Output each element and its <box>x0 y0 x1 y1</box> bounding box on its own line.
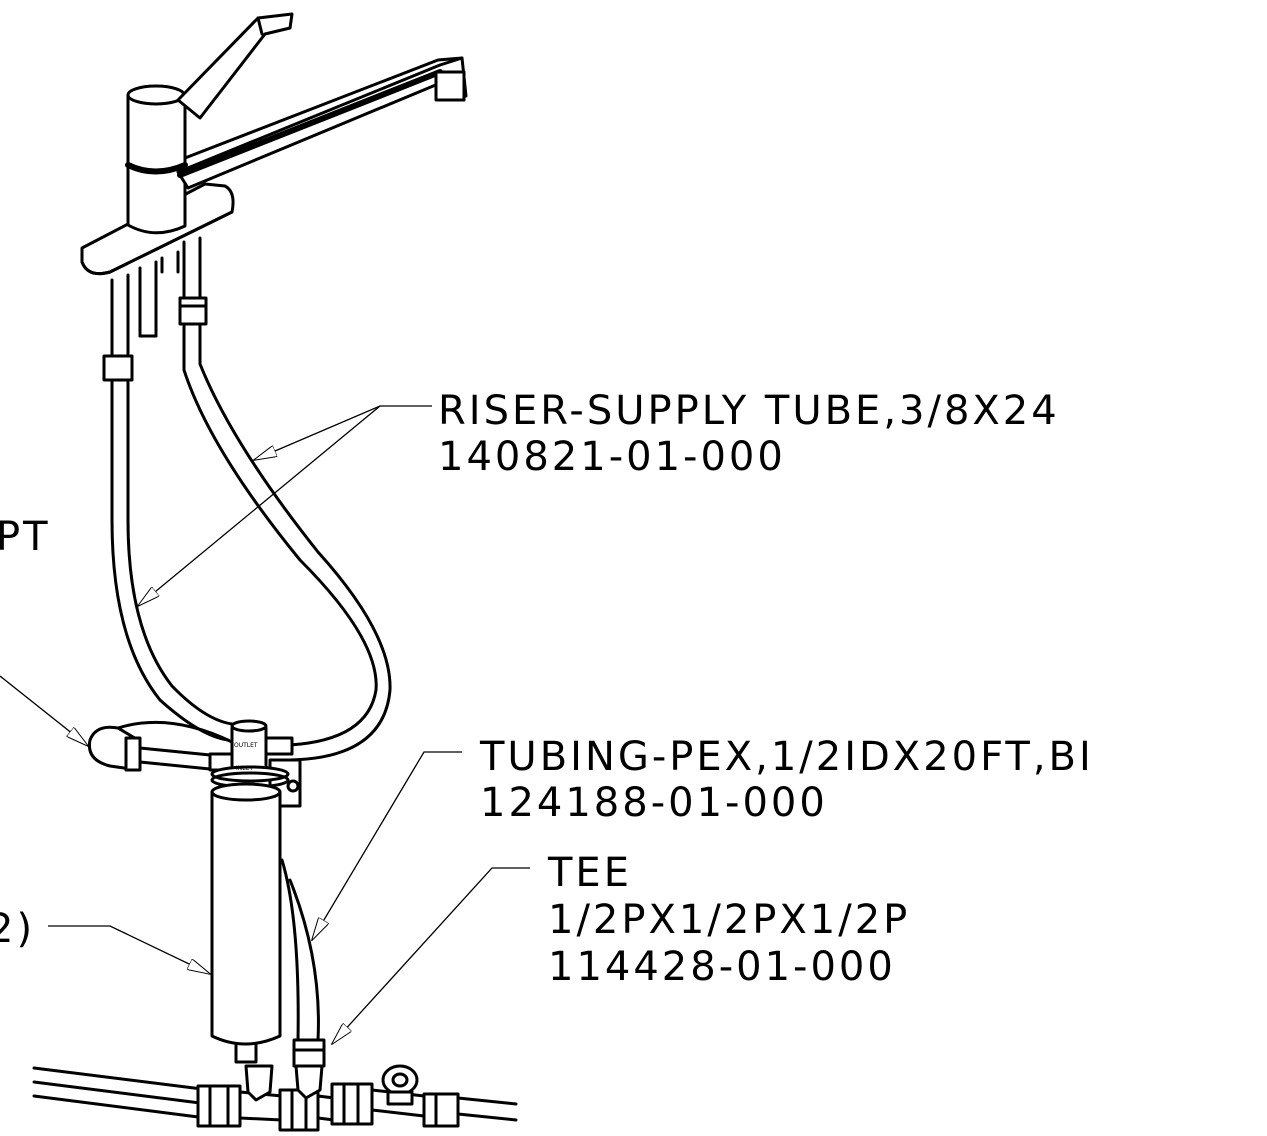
pex-tubing <box>282 860 324 1066</box>
tee-callout-part-number: 114428-01-000 <box>548 944 896 990</box>
left-riser-ferrule <box>104 356 132 380</box>
tee-leader <box>332 868 530 1044</box>
leader-lines <box>0 406 530 1044</box>
pex-callout-part-number: 124188-01-000 <box>480 780 828 826</box>
tee-callout: TEE 1/2PX1/2PX1/2P 114428-01-000 <box>548 850 910 991</box>
pex-callout-title: TUBING-PEX,1/2IDX20FT,BI <box>480 734 1094 780</box>
tee-callout-title: TEE <box>548 850 632 896</box>
faucet-lever-handle <box>178 14 292 118</box>
faucet-body <box>128 95 185 233</box>
riser-callout-part-number: 140821-01-000 <box>438 434 786 480</box>
shutoff-valve-knob <box>383 1066 417 1094</box>
tee-callout-size: 1/2PX1/2PX1/2P <box>548 897 911 943</box>
tee-fitting-left <box>198 1086 240 1126</box>
pex-leader <box>312 752 462 940</box>
elbow-leader <box>0 676 88 746</box>
filter-leader <box>48 926 210 974</box>
riser-supply-tubes <box>104 238 390 760</box>
filter-head-outlet-label: OUTLET <box>234 742 258 749</box>
left-callout-fragment-bottom: 2) <box>0 906 36 952</box>
tee-fitting-right <box>332 1084 372 1124</box>
riser-callout-title: RISER-SUPPLY TUBE,3/8X24 <box>438 388 1060 434</box>
pex-callout: TUBING-PEX,1/2IDX20FT,BI 124188-01-000 <box>480 734 1094 826</box>
riser-leader-2 <box>138 406 380 606</box>
filter-head-inlet-label: INLET <box>236 765 253 772</box>
tee-fitting-center <box>280 1090 318 1130</box>
pex-tube-ferrule <box>294 1040 324 1066</box>
left-callout-fragment-top: PT <box>0 514 51 560</box>
riser-callout: RISER-SUPPLY TUBE,3/8X24 140821-01-000 <box>438 388 1060 480</box>
faucet <box>82 14 466 336</box>
supply-line-with-tee <box>34 1066 516 1130</box>
riser-leader-1 <box>254 406 432 460</box>
filter-cartridge <box>212 784 280 1062</box>
right-riser-ferrule <box>180 298 206 324</box>
